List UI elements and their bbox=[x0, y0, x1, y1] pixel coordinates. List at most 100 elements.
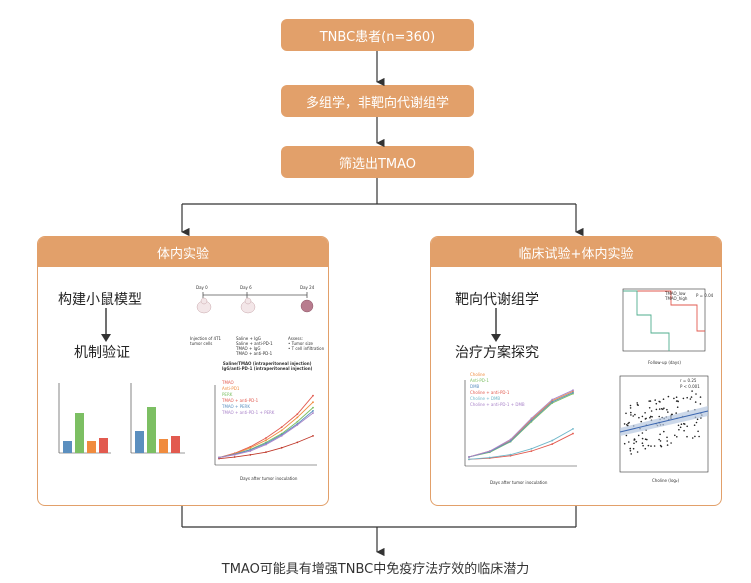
scatter-point bbox=[659, 440, 662, 442]
scatter-point bbox=[629, 450, 632, 452]
series-point bbox=[249, 453, 252, 456]
scatter-point bbox=[673, 397, 675, 400]
scatter-point bbox=[682, 397, 685, 400]
series-point bbox=[530, 417, 533, 420]
label-mechanism-validation: 机制验证 bbox=[74, 345, 130, 361]
series-line-5 bbox=[468, 389, 574, 458]
mouse-icon bbox=[196, 297, 212, 314]
tumor-icon bbox=[300, 299, 314, 313]
timeline-subtitle: Saline/TMAO (intraperitoneal injection) … bbox=[222, 361, 313, 371]
left-bar-charts bbox=[58, 383, 185, 454]
scatter-point bbox=[629, 447, 631, 450]
bar bbox=[87, 441, 96, 453]
arrow-model-to-mechanism bbox=[101, 308, 111, 342]
conclusion-text: TMAO可能具有增强TNBC中免疫疗法疗效的临床潜力 bbox=[221, 562, 530, 577]
series-point bbox=[280, 446, 283, 449]
right-legend-2: DMB bbox=[470, 384, 480, 389]
scatter-point bbox=[636, 451, 639, 453]
regression-line bbox=[619, 410, 709, 433]
scatter-point bbox=[667, 411, 669, 413]
scatter-point bbox=[663, 430, 665, 433]
scatter-point bbox=[695, 393, 697, 395]
scatter-point bbox=[637, 434, 640, 437]
series-point bbox=[312, 412, 314, 414]
left-legend-2: PERK bbox=[222, 392, 233, 397]
panel-in-vivo-header: 体内实验 bbox=[38, 237, 328, 267]
scatter-point bbox=[666, 444, 669, 446]
scatter-point bbox=[694, 435, 696, 438]
scatter-point bbox=[662, 398, 665, 400]
series-point bbox=[530, 450, 533, 453]
series-point bbox=[551, 398, 554, 401]
series-point bbox=[509, 453, 512, 456]
series-line-4 bbox=[218, 410, 314, 459]
series-line-2 bbox=[468, 392, 574, 458]
series-point bbox=[551, 443, 554, 445]
series-point bbox=[572, 391, 574, 394]
scatter-point bbox=[625, 412, 627, 415]
series-point bbox=[312, 409, 314, 412]
series-point bbox=[572, 389, 574, 392]
scatter-point bbox=[686, 396, 688, 399]
panel-clinical-header: 临床试验+体内实验 bbox=[431, 237, 721, 267]
scatter-point bbox=[629, 404, 632, 407]
scatter-plot bbox=[619, 375, 709, 473]
series-point bbox=[509, 440, 512, 443]
series-point bbox=[280, 429, 283, 432]
timeline-note-injection: Injection of 4T1 tumor cells bbox=[190, 336, 222, 346]
scatter-point bbox=[649, 415, 652, 418]
scatter-point bbox=[658, 400, 660, 403]
scatter-point bbox=[636, 402, 638, 404]
right-legend-0: Choline bbox=[470, 372, 485, 377]
panel-in-vivo-title: 体内实验 bbox=[156, 246, 209, 262]
scatter-point bbox=[630, 453, 632, 455]
timeline-note-groups: Saline + IgG Saline + anti-PD-1 TMAO + I… bbox=[236, 336, 273, 356]
mouse-icon bbox=[240, 297, 256, 314]
scatter-point bbox=[646, 438, 648, 441]
series-point bbox=[265, 443, 267, 446]
series-point bbox=[296, 413, 299, 416]
km-curve bbox=[622, 288, 706, 352]
series-point bbox=[249, 450, 252, 452]
scatter-point bbox=[666, 436, 668, 439]
scatter-point bbox=[651, 416, 653, 418]
arrow-metabolomics-to-treatment bbox=[491, 308, 501, 342]
right-legend-4: Choline + DMB bbox=[470, 396, 501, 401]
scatter-point bbox=[640, 420, 642, 423]
scatter-point bbox=[696, 418, 699, 421]
scatter-point bbox=[659, 433, 661, 436]
scatter-point bbox=[648, 400, 650, 402]
step-tnbc-patients-label: TNBC患者(n=360) bbox=[319, 29, 436, 45]
step-screen-tmao-label: 筛选出TMAO bbox=[338, 156, 417, 172]
scatter-point bbox=[693, 424, 696, 426]
scatter-point bbox=[699, 396, 702, 398]
scatter-point bbox=[666, 440, 668, 442]
bar bbox=[171, 436, 180, 453]
km-low-line bbox=[623, 290, 705, 332]
scatter-point bbox=[675, 412, 677, 414]
scatter-point bbox=[667, 395, 670, 398]
scatter-point bbox=[662, 408, 664, 411]
scatter-point bbox=[699, 403, 702, 405]
right-legend-3: Choline + anti-PD-1 bbox=[470, 390, 510, 395]
series-point bbox=[265, 437, 267, 439]
scatter-point bbox=[697, 430, 699, 433]
scatter-point bbox=[658, 408, 661, 410]
scatter-point bbox=[675, 400, 678, 402]
label-treatment-exploration: 治疗方案探究 bbox=[455, 345, 539, 361]
scatter-point bbox=[633, 438, 636, 440]
scatter-point bbox=[655, 408, 658, 411]
scatter-point bbox=[647, 444, 650, 447]
scatter-point bbox=[628, 441, 630, 443]
scatter-point bbox=[677, 424, 680, 427]
scatter-point bbox=[674, 434, 676, 437]
right-legend-5: Choline + anti-PD-1 + DMB bbox=[470, 402, 525, 407]
series-point bbox=[312, 434, 314, 437]
scatter-point bbox=[691, 390, 693, 392]
scatter-point bbox=[641, 437, 644, 440]
km-high-line bbox=[623, 290, 670, 351]
label-build-mouse-model: 构建小鼠模型 bbox=[58, 292, 142, 308]
scatter-point bbox=[683, 429, 685, 432]
series-point bbox=[312, 401, 314, 404]
scatter-point bbox=[691, 437, 694, 439]
